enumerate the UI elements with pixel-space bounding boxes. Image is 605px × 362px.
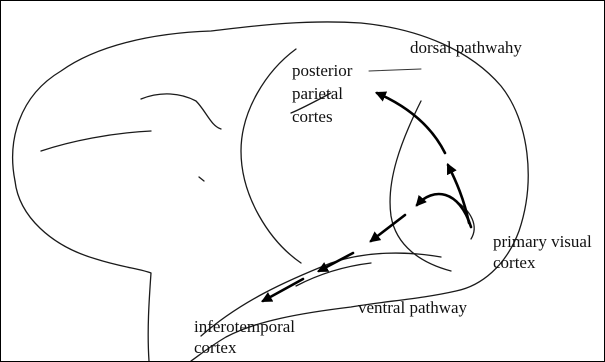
ventral-arrow-2 [371,215,405,241]
leader-line [369,69,421,71]
label-inferotemporal-line2: cortex [194,338,236,358]
small-sulcus [199,177,204,181]
frontal-sulcus [41,131,151,151]
lunate-sulcus [390,101,451,271]
label-parietal-line3: cortes [292,107,333,127]
arcuate-sulcus [141,94,221,129]
label-parietal-line1: posterior [292,61,352,81]
label-primary-visual-line1: primary visual [493,232,592,252]
label-dorsal-pathway: dorsal pathwahy [410,38,522,58]
label-primary-visual-line2: cortex [493,253,535,273]
ventral-arrow-3 [319,253,353,271]
label-ventral-pathway: ventral pathway [358,298,467,318]
label-inferotemporal-line1: inferotemporal [194,317,295,337]
temporal-sulcus [296,263,371,286]
temporal-lower-outline [15,181,151,361]
central-sulcus [241,49,301,263]
label-parietal-line2: parietal [292,84,343,104]
